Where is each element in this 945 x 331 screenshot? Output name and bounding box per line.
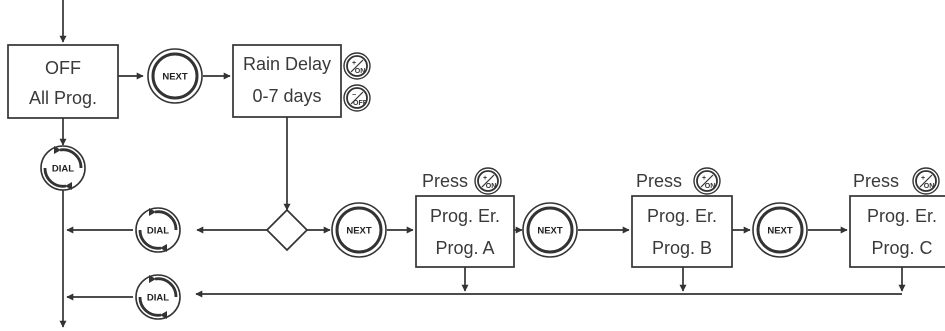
dial-button-bottom[interactable]: DIAL [135,274,181,320]
next-button-a-to-b[interactable]: NEXT [522,202,578,258]
press-label-prog-a: Press [422,171,468,191]
decision-diamond [265,208,309,252]
next-label: NEXT [162,72,188,83]
on-text: ON [705,183,716,190]
dial-button-middle[interactable]: DIAL [135,207,181,253]
dial-arrowhead-icon [149,275,156,283]
press-text: Press [853,171,899,191]
off-box-line1: OFF [45,58,81,78]
on-text: ON [486,183,497,190]
dial-label: DIAL [147,293,169,304]
plus-sign: + [702,175,706,182]
prog-a-line1: Prog. Er. [430,206,500,226]
dial-rotate-icon [154,210,178,231]
dial-rotate-icon [43,167,67,188]
on-text: ON [924,183,935,190]
prog-c-line1: Prog. Er. [867,206,937,226]
next-button-prog-entry[interactable]: NEXT [331,202,387,258]
rain-box-line1: Rain Delay [243,54,331,74]
press-label-prog-c: Press [853,171,899,191]
prog-b-line2: Prog. B [652,238,712,258]
dial-button-main[interactable]: DIAL [40,145,86,191]
dial-arrowhead-icon [160,244,167,252]
dial-arrowhead-icon [149,208,156,216]
rain-delay-box: Rain Delay 0-7 days [232,44,342,118]
dial-arrowhead-icon [54,146,61,154]
dial-label: DIAL [52,164,74,175]
dial-arrowhead-icon [160,311,167,319]
plus-sign: + [921,175,925,182]
prog-c-line2: Prog. C [871,238,932,258]
plus-on-button-prog-a[interactable]: + ON [474,167,502,195]
off-text: OFF [353,100,368,107]
rain-box-line2: 0-7 days [252,86,321,106]
dial-rotate-icon [154,277,178,298]
next-button-b-to-c[interactable]: NEXT [752,202,808,258]
prog-a-line2: Prog. A [435,238,494,258]
dial-arrowhead-icon [65,182,72,190]
prog-b-line1: Prog. Er. [647,206,717,226]
press-text: Press [636,171,682,191]
off-box-line2: All Prog. [29,88,97,108]
next-label: NEXT [767,226,793,237]
dial-rotate-icon [59,148,83,169]
minus-off-button-rain[interactable]: − OFF [343,84,371,112]
plus-sign: + [352,60,356,67]
next-label: NEXT [537,226,563,237]
next-label: NEXT [346,226,372,237]
press-label-prog-b: Press [636,171,682,191]
prog-c-box: Prog. Er. Prog. C [849,195,945,268]
on-text: ON [355,68,366,75]
off-all-prog-box: OFF All Prog. [7,44,119,119]
press-text: Press [422,171,468,191]
plus-on-button-prog-c[interactable]: + ON [912,167,940,195]
plus-on-button-prog-b[interactable]: + ON [693,167,721,195]
prog-a-box: Prog. Er. Prog. A [415,195,515,268]
connectors [59,0,906,328]
dial-rotate-icon [138,229,162,250]
next-button-top[interactable]: NEXT [147,48,203,104]
plus-on-button-rain[interactable]: + ON [343,52,371,80]
dial-label: DIAL [147,226,169,237]
prog-b-box: Prog. Er. Prog. B [631,195,733,268]
plus-sign: + [483,175,487,182]
dial-rotate-icon [138,296,162,317]
minus-sign: − [352,92,356,99]
